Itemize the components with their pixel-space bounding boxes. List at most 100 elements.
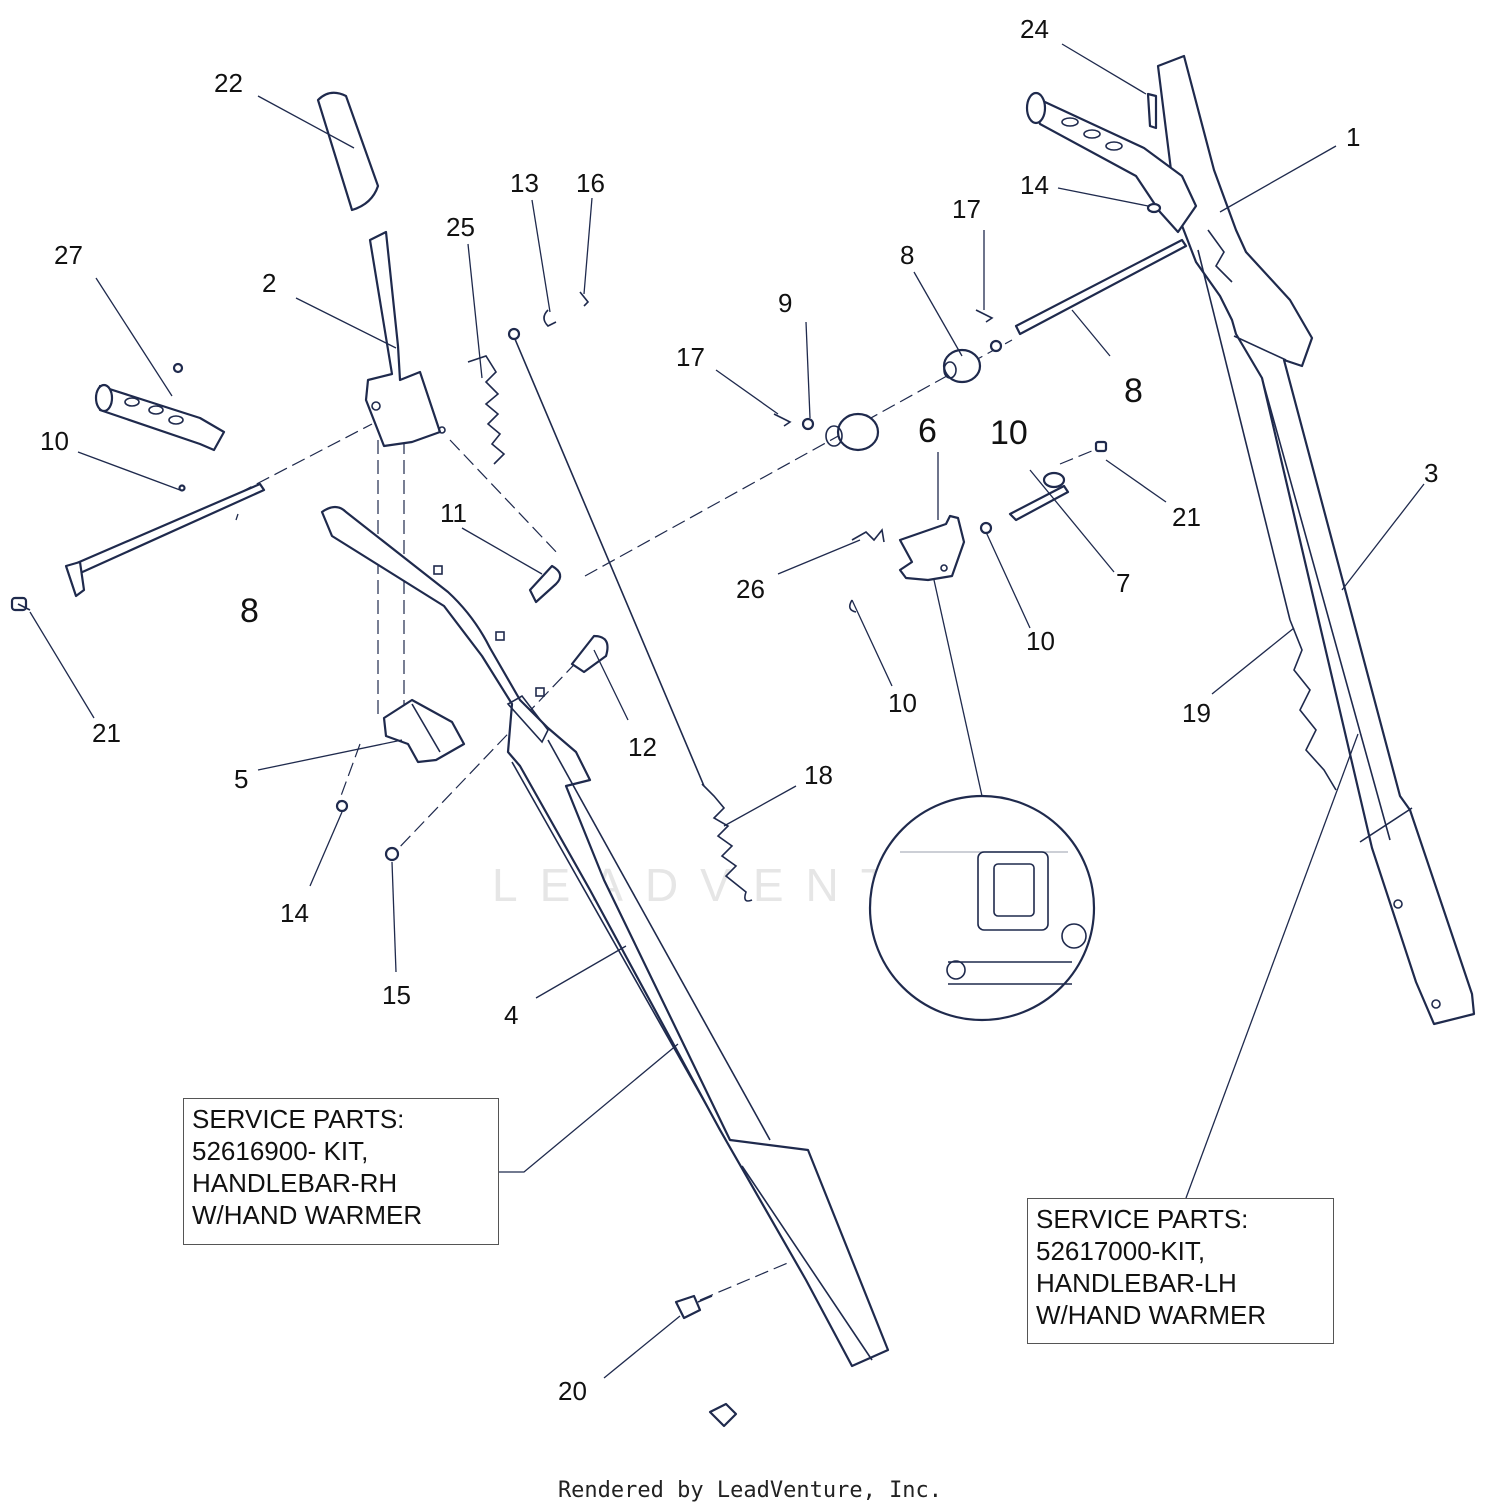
service-lh-line-4: W/HAND WARMER bbox=[1036, 1300, 1267, 1330]
callout-19: 19 bbox=[1182, 698, 1211, 728]
callout-numbers: 22 2 27 10 8 21 25 13 16 11 12 5 14 15 4… bbox=[40, 14, 1438, 1406]
part-7-shaft bbox=[1008, 484, 1070, 522]
handlebar-hole bbox=[495, 631, 505, 641]
callout-27: 24 bbox=[1020, 14, 1049, 44]
callout-18: 18 bbox=[804, 760, 833, 790]
service-lh-line-2: 52617000-KIT, bbox=[1036, 1236, 1206, 1266]
callout-17-left: 17 bbox=[676, 342, 705, 372]
part-13-clip bbox=[543, 309, 557, 327]
callout-23: 25 bbox=[446, 212, 475, 242]
callout-1: 1 bbox=[1346, 122, 1360, 152]
part-2-console-bracket bbox=[364, 230, 442, 448]
callout-16: 16 bbox=[576, 168, 605, 198]
callout-24: 26 bbox=[736, 574, 765, 604]
part-27-pin bbox=[1146, 92, 1158, 130]
handlebar-edge bbox=[741, 1165, 873, 1361]
callout-15: 15 bbox=[382, 980, 411, 1010]
part-24-spring bbox=[851, 528, 885, 543]
handlebar-flange bbox=[506, 694, 549, 744]
callout-21-right: 21 bbox=[1172, 502, 1201, 532]
service-rh-line-3: HANDLEBAR-RH bbox=[192, 1168, 398, 1198]
handlebar-hole bbox=[1393, 899, 1403, 909]
upper-spring bbox=[1207, 229, 1233, 283]
part-23-spring bbox=[467, 355, 506, 465]
handlebar-edge bbox=[1261, 377, 1391, 841]
part-20-bolt bbox=[674, 1294, 713, 1320]
callout-10-center: 9 bbox=[778, 288, 792, 318]
footer-credit: Rendered by LeadVenture, Inc. bbox=[557, 1478, 943, 1503]
part-19-spring bbox=[1289, 619, 1337, 791]
part-18-spring bbox=[701, 783, 753, 902]
callout-6: 6 bbox=[918, 412, 937, 450]
callout-12: 12 bbox=[628, 732, 657, 762]
part-14-washer-right bbox=[1146, 202, 1162, 214]
handlebar-edge bbox=[1233, 335, 1287, 361]
handlebar-edge bbox=[547, 739, 771, 1141]
part-10-washer bbox=[801, 417, 815, 431]
part-15-washer bbox=[384, 846, 400, 862]
callout-25: 27 bbox=[54, 240, 83, 270]
part-14-washer bbox=[335, 799, 349, 813]
callout-8-left: 8 bbox=[240, 592, 259, 630]
detail-inset bbox=[868, 794, 1096, 1022]
part-9-cam bbox=[942, 348, 982, 384]
grip-screw bbox=[172, 362, 184, 374]
bracket-hole bbox=[371, 401, 381, 411]
callout-3: 3 bbox=[1424, 458, 1438, 488]
callout-10-big: 10 bbox=[990, 414, 1028, 452]
part-17-cotter bbox=[773, 413, 792, 427]
bracket-hole bbox=[438, 426, 446, 434]
service-rh-line-1: SERVICE PARTS: bbox=[192, 1104, 405, 1134]
service-rh-line-2: 52616900- KIT, bbox=[192, 1136, 369, 1166]
part-21-bolt-left bbox=[10, 596, 31, 612]
part-6-bracket bbox=[898, 514, 966, 582]
part-1-heated-grip bbox=[1025, 91, 1198, 234]
part-16-pin bbox=[579, 291, 590, 307]
part-10-washer-right bbox=[989, 339, 1003, 353]
service-parts-lh-box: SERVICE PARTS: 52617000-KIT, HANDLEBAR-L… bbox=[1027, 1198, 1334, 1344]
callout-11: 11 bbox=[440, 498, 467, 528]
part-roller bbox=[825, 412, 880, 452]
callout-26: 10 bbox=[40, 426, 69, 456]
part-18-cable bbox=[511, 331, 705, 787]
handlebar-hole bbox=[1431, 999, 1441, 1009]
part-10-clip bbox=[848, 599, 857, 613]
service-lh-line-1: SERVICE PARTS: bbox=[1036, 1204, 1249, 1234]
callout-14-right: 14 bbox=[1020, 170, 1049, 200]
part-5-cable-guide bbox=[382, 698, 466, 764]
part-25-heated-grip bbox=[94, 383, 226, 452]
shaft-flange bbox=[1042, 471, 1066, 489]
callout-8-right: 8 bbox=[1124, 372, 1143, 410]
handlebar-edge bbox=[511, 761, 727, 1141]
part-22-grip-cover bbox=[316, 91, 380, 212]
part-17-cotter-right bbox=[975, 309, 994, 323]
callout-20: 20 bbox=[558, 1376, 587, 1406]
part-11-pin bbox=[528, 564, 562, 604]
callout-7: 7 bbox=[1116, 568, 1130, 598]
callout-2: 2 bbox=[262, 268, 276, 298]
part-21-bolt-right bbox=[1094, 440, 1108, 453]
callout-21-left: 21 bbox=[92, 718, 121, 748]
part-12-pin bbox=[570, 634, 609, 674]
handlebar-hole bbox=[535, 687, 545, 697]
service-rh-line-4: W/HAND WARMER bbox=[192, 1200, 423, 1230]
callout-14-left: 14 bbox=[280, 898, 309, 928]
callout-13: 13 bbox=[510, 168, 539, 198]
part-8-rod-right bbox=[1014, 238, 1188, 336]
part-8-rod-left bbox=[64, 482, 266, 598]
handlebar-hole bbox=[433, 565, 443, 575]
part-4-handlebar-rh bbox=[320, 505, 890, 1368]
part-26-screw bbox=[178, 484, 186, 492]
bracket-hole bbox=[940, 564, 948, 572]
leader-lines bbox=[29, 43, 1425, 1379]
callout-17-right: 17 bbox=[952, 194, 981, 224]
callout-10-clip: 10 bbox=[888, 688, 917, 718]
callout-5: 5 bbox=[234, 764, 248, 794]
handlebar-edge bbox=[1359, 807, 1413, 843]
bolt-spare bbox=[708, 1402, 738, 1428]
assembly-lines bbox=[167, 339, 1105, 1301]
part-10-washer-lower bbox=[979, 521, 993, 535]
service-parts-rh-box: SERVICE PARTS: 52616900- KIT, HANDLEBAR-… bbox=[183, 1098, 499, 1245]
